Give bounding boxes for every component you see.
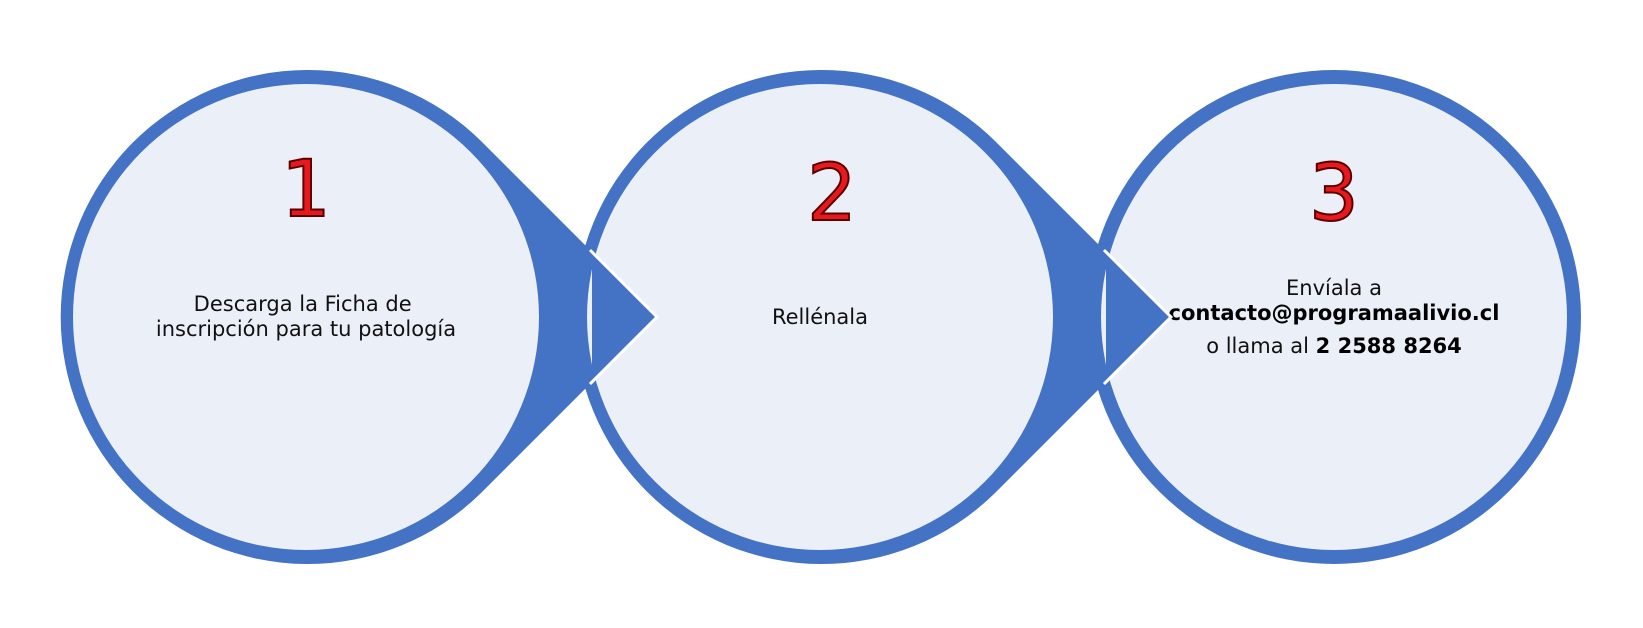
step-1-text-line-2: inscripción para tu patología bbox=[156, 317, 456, 341]
step-3-number: 3 bbox=[1309, 149, 1359, 239]
step-3-phone: 2 2588 8264 bbox=[1316, 334, 1462, 358]
step-2-text: Rellénala bbox=[772, 305, 868, 329]
step-2-inner-circle bbox=[587, 84, 1053, 550]
step-3-inner-circle bbox=[1101, 84, 1567, 550]
step-1: 1 Descarga la Ficha de inscripción para … bbox=[60, 69, 657, 564]
arrow-tip-2 bbox=[1106, 252, 1171, 382]
arrow-tip-1-edge bbox=[588, 248, 660, 386]
step-1-inner-circle bbox=[73, 84, 539, 550]
step-2-number: 2 bbox=[807, 149, 857, 239]
arrow-tip-1 bbox=[592, 252, 657, 382]
step-3-email: contacto@programaalivio.cl bbox=[1169, 301, 1500, 325]
step-1-text: Descarga la Ficha de inscripción para tu… bbox=[156, 292, 456, 341]
step-2: 2 Rellénala bbox=[574, 69, 1171, 564]
step-3-phone-prefix: o llama al bbox=[1206, 334, 1315, 358]
step-3-line-1: Envíala a bbox=[1286, 276, 1382, 300]
step-3-phone-line: o llama al 2 2588 8264 bbox=[1206, 334, 1462, 358]
step-1-number: 1 bbox=[281, 145, 331, 235]
step-3: 3 Envíala a contacto@programaalivio.cl o… bbox=[1087, 70, 1581, 564]
arrow-tip-2-edge bbox=[1102, 248, 1174, 386]
step-1-text-line-1: Descarga la Ficha de bbox=[194, 292, 412, 316]
